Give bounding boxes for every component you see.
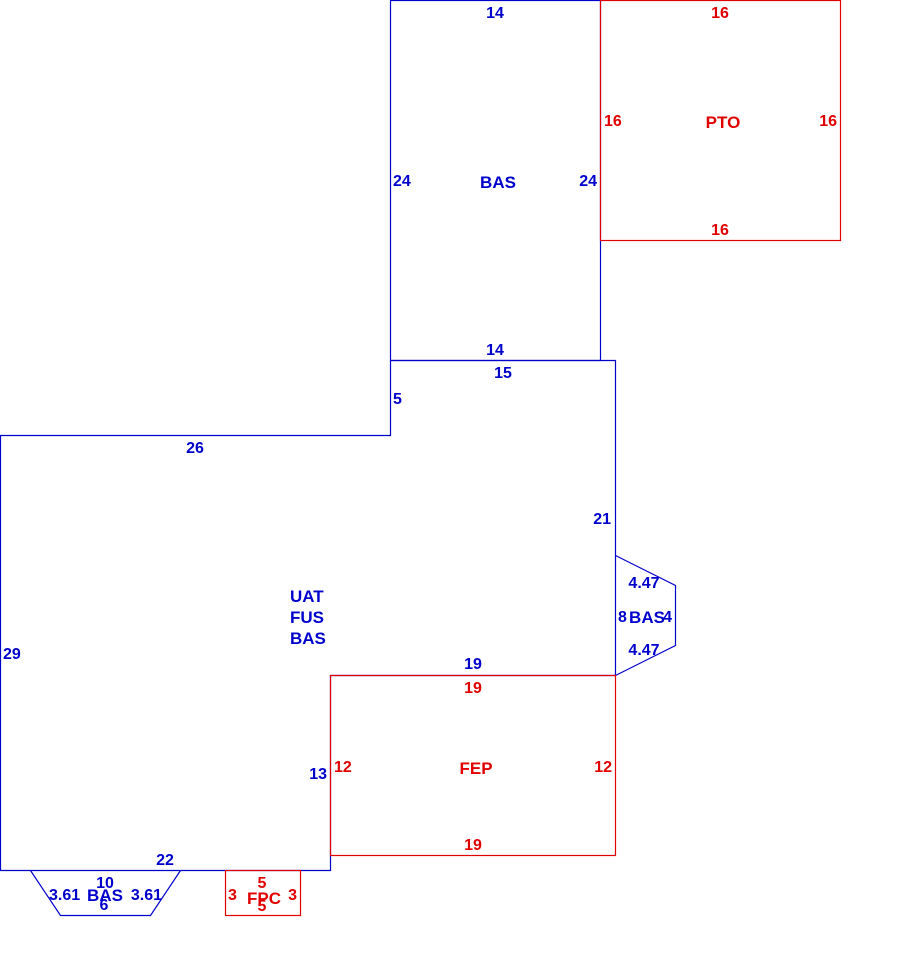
label-bas-bay-right: BAS: [629, 608, 665, 627]
label-bas-bay-bottom: BAS: [87, 886, 123, 905]
dim-pto-left: 16: [604, 113, 622, 130]
label-pto: PTO: [706, 113, 741, 132]
dim-bay-right-right: 4: [663, 609, 672, 626]
dim-bas-upper-left: 24: [393, 173, 411, 190]
area-pto[interactable]: 16 16 16 16 PTO: [599, 0, 842, 242]
dim-main-fep-left: 13: [309, 766, 327, 783]
dim-bas-upper-right: 24: [579, 173, 597, 190]
dim-fpc-left: 3: [228, 887, 237, 904]
pto-outline: [599, 0, 842, 242]
dim-bay-bottom-left: 3.61: [49, 887, 80, 904]
dim-fpc-bottom: 5: [258, 898, 267, 915]
bas-bay-bottom-outline: [30, 870, 181, 917]
label-main-fus: FUS: [290, 608, 324, 627]
dim-fep-bottom: 19: [464, 837, 482, 854]
dim-fep-top: 19: [464, 680, 482, 697]
dim-main-right: 21: [593, 511, 611, 528]
area-bas-upper[interactable]: 14 14 24 24 BAS: [389, 0, 602, 362]
dim-bay-right-left: 8: [618, 609, 627, 626]
fep-outline: [329, 674, 617, 857]
dim-fpc-right: 3: [288, 887, 297, 904]
area-fep[interactable]: 19 19 12 12 FEP: [329, 674, 617, 857]
dim-bay-bottom-top: 10: [96, 875, 114, 892]
dim-fpc-top: 5: [258, 875, 267, 892]
area-fpc[interactable]: 5 5 3 3 FPC: [224, 869, 302, 917]
dim-bay-right-lower: 4.47: [628, 642, 659, 659]
dim-bas-upper-bottom: 14: [486, 342, 504, 359]
dim-main-left: 29: [3, 646, 21, 663]
dim-fep-right: 12: [594, 759, 612, 776]
dim-bay-bottom-right: 3.61: [131, 887, 162, 904]
main-outline: [0, 359, 617, 872]
dim-main-step: 5: [393, 391, 402, 408]
dim-pto-bottom: 16: [711, 222, 729, 239]
dim-main-top-left: 26: [186, 440, 204, 457]
label-fep: FEP: [459, 759, 492, 778]
label-main-uat: UAT: [290, 587, 324, 606]
dim-pto-right: 16: [819, 113, 837, 130]
dim-pto-top: 16: [711, 5, 729, 22]
dim-bay-right-upper: 4.47: [628, 575, 659, 592]
dim-bas-upper-top: 14: [486, 5, 504, 22]
label-fpc: FPC: [247, 889, 281, 908]
dim-fep-left: 12: [334, 759, 352, 776]
area-bas-bay-bottom[interactable]: 10 6 3.61 3.61 BAS: [30, 870, 181, 917]
dim-bay-bottom-bottom: 6: [100, 897, 109, 914]
fpc-outline: [224, 869, 302, 917]
dim-main-bottom: 22: [156, 852, 174, 869]
dim-main-fep-side: 19: [464, 656, 482, 673]
dim-main-top-right: 15: [494, 365, 512, 382]
area-main[interactable]: 15 5 26 21 29 19 13 22 UAT FUS BAS: [0, 359, 617, 872]
label-bas-upper: BAS: [480, 173, 516, 192]
label-main-bas: BAS: [290, 629, 326, 648]
bas-bay-right-outline: [615, 554, 677, 677]
area-bas-bay-right[interactable]: 4.47 4.47 8 4 BAS: [615, 554, 677, 677]
